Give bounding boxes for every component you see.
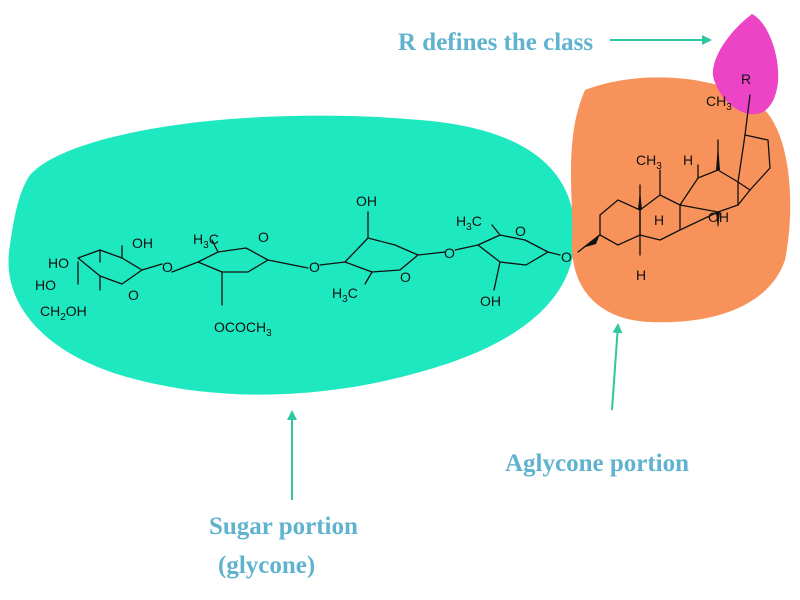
atom-o-ring1: O — [128, 287, 139, 303]
arrow-aglycone — [611, 323, 623, 411]
atom-ho-2: HO — [35, 277, 56, 293]
atom-o-ring3: O — [400, 269, 411, 285]
label-glycone: (glycone) — [218, 552, 315, 579]
sugar-portion-blob — [8, 115, 575, 395]
atom-h-2: H — [654, 212, 664, 228]
steroid-bonds — [577, 94, 771, 256]
atom-o-link1: O — [162, 259, 173, 275]
atom-oh-sugar3: OH — [356, 193, 377, 209]
label-r-defines-class: R defines the class — [398, 29, 593, 56]
atom-ch3-mid: CH3 — [636, 152, 662, 172]
atom-o-link4: O — [561, 249, 572, 265]
atom-oh-steroid: OH — [708, 209, 729, 225]
atom-o-ring2: O — [258, 229, 269, 245]
atom-o-link2: O — [309, 259, 320, 275]
label-aglycone-portion: Aglycone portion — [505, 450, 689, 477]
atom-h-1: H — [683, 152, 693, 168]
atom-ococh3: OCOCH3 — [214, 319, 272, 339]
label-sugar-portion: Sugar portion — [209, 513, 358, 540]
labels: R defines the class Aglycone portion Sug… — [209, 29, 689, 579]
steroid-atom-labels: R CH3 CH3 H H H OH — [636, 71, 751, 283]
atom-ho-1: HO — [48, 255, 69, 271]
atom-h3c-sugar4: H3C — [456, 213, 482, 233]
sugar-chain-bonds — [77, 211, 561, 306]
atom-h3c-sugar3: H3C — [332, 285, 358, 305]
atom-h-3: H — [636, 267, 646, 283]
arrows — [287, 35, 712, 500]
atom-r: R — [741, 71, 751, 87]
atom-oh-sugar1: OH — [132, 235, 153, 251]
atom-oh-sugar4: OH — [480, 293, 501, 309]
atom-h3c-sugar2: H3C — [193, 231, 219, 251]
r-group-blob — [712, 14, 779, 115]
sugar-atom-labels: HO HO CH2OH OH O O H3C O OCOCH3 O OH O H… — [35, 193, 572, 339]
atom-o-link3: O — [444, 245, 455, 261]
atom-o-ring4: O — [515, 223, 526, 239]
atom-ch2oh: CH2OH — [40, 303, 87, 323]
aglycone-portion-blob — [570, 77, 791, 323]
atom-ch3-top: CH3 — [706, 93, 732, 113]
